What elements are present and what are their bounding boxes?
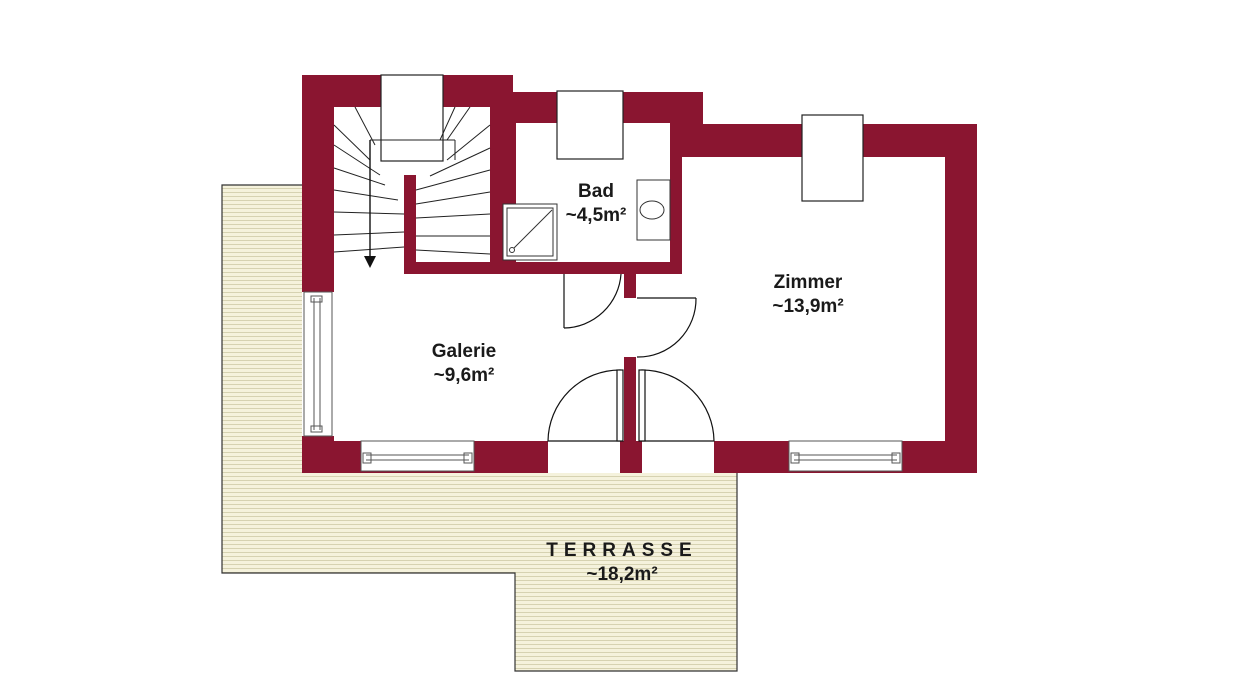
bad-area: ~4,5m² [565,204,627,226]
stair-wall [404,262,564,274]
zimmer-door [636,297,697,358]
shower-icon [502,203,558,261]
bad-door [563,273,622,329]
room-label-galerie: Galerie ~9,6m² [404,340,524,388]
stair-core [404,175,416,262]
terrace-door-right [638,369,715,442]
roof-window-zimmer [801,114,864,202]
terrasse-area: ~18,2m² [586,563,658,585]
galerie-area: ~9,6m² [433,364,495,386]
window-left [303,291,333,437]
window-bottom-right [788,440,903,472]
sink-icon [636,179,671,241]
roof-window-stair [380,74,444,162]
zimmer-area: ~13,9m² [772,295,844,317]
room-label-terrasse: TERRASSE ~18,2m² [540,539,704,587]
door-opening-right [642,441,714,473]
room-label-bad: Bad ~4,5m² [548,180,644,228]
galerie-name: Galerie [431,341,497,362]
roof-window-bad [556,90,624,160]
bad-name: Bad [578,181,614,202]
stair-arrow-icon [364,256,376,268]
room-label-zimmer: Zimmer ~13,9m² [748,271,868,319]
terrasse-name: TERRASSE [546,540,698,561]
window-bottom-left [360,440,475,472]
zimmer-name: Zimmer [773,272,843,293]
terrace-door-left [547,369,624,442]
door-opening-left [548,441,620,473]
